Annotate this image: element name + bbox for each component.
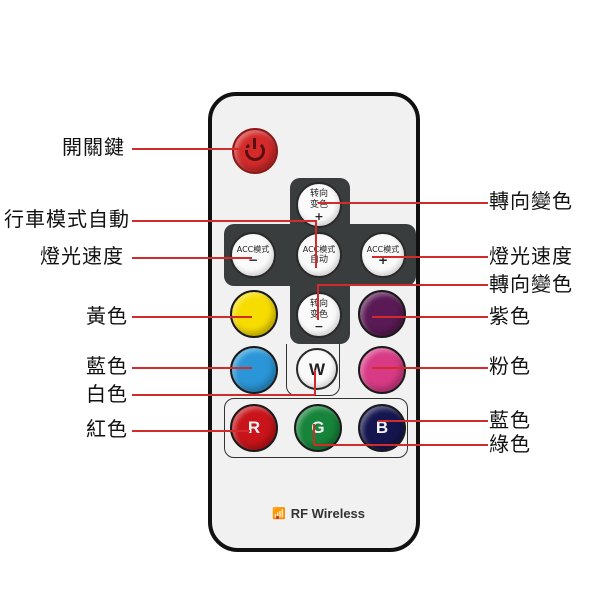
leader-line-red: [132, 430, 250, 432]
yellow-button[interactable]: [230, 290, 278, 338]
turn-color-minus-button[interactable]: 转向 变色 −: [296, 292, 342, 338]
pink-button[interactable]: [358, 346, 406, 394]
label-blue: 藍色: [86, 354, 128, 378]
leader-line-speed-left: [132, 257, 252, 259]
rgb-frame: [224, 398, 408, 458]
label-power: 開關鍵: [62, 135, 125, 159]
label-white: 白色: [86, 382, 128, 406]
leader-line-pink: [372, 367, 488, 369]
label-auto-mode: 行車模式自動: [4, 207, 130, 231]
label-navy: 藍色: [489, 408, 531, 432]
wifi-icon: 📶: [272, 508, 286, 520]
leader-line-turn-minus-v: [317, 284, 319, 320]
leader-line-blue: [132, 367, 252, 369]
leader-line-speed-right: [372, 256, 488, 258]
acc-speed-minus-button[interactable]: ACC模式 −: [230, 232, 276, 278]
leader-line-green: [314, 444, 488, 446]
leader-line-auto: [132, 220, 316, 222]
acc-auto-button[interactable]: ACC模式 自动: [296, 232, 342, 278]
power-icon: [245, 138, 265, 161]
label-yellow: 黃色: [86, 304, 128, 328]
label-green: 綠色: [489, 432, 531, 456]
brand-label: 📶 RF Wireless: [272, 506, 366, 521]
leader-line-white: [132, 394, 315, 396]
turn-color-plus-button[interactable]: 转向 变色 +: [296, 182, 342, 228]
label-turn-color-minus: 轉向變色: [489, 272, 573, 296]
blue-button[interactable]: [230, 346, 278, 394]
leader-line-auto-v: [315, 220, 317, 268]
power-button[interactable]: [232, 128, 278, 174]
label-pink: 粉色: [489, 354, 531, 378]
leader-line-navy: [378, 420, 488, 422]
red-button[interactable]: R: [230, 404, 278, 452]
purple-button[interactable]: [358, 290, 406, 338]
label-speed-left: 燈光速度: [40, 244, 124, 268]
leader-line-yellow: [132, 316, 252, 318]
label-turn-color-plus: 轉向變色: [489, 189, 573, 213]
leader-line-turn-minus: [318, 284, 488, 286]
acc-speed-plus-button[interactable]: ACC模式 +: [360, 232, 406, 278]
white-button[interactable]: W: [296, 348, 338, 390]
leader-line-purple: [372, 316, 488, 318]
label-purple: 紫色: [489, 304, 531, 328]
label-red: 紅色: [86, 417, 128, 441]
remote-control: 转向 变色 + ACC模式 − ACC模式 自动 ACC模式 + 转向 变色 −…: [208, 92, 420, 552]
label-speed-right: 燈光速度: [489, 244, 573, 268]
leader-line-green-v: [313, 424, 315, 445]
leader-line-power: [132, 148, 252, 150]
leader-line-turn-plus: [318, 202, 488, 204]
leader-line-white-v: [314, 370, 316, 395]
